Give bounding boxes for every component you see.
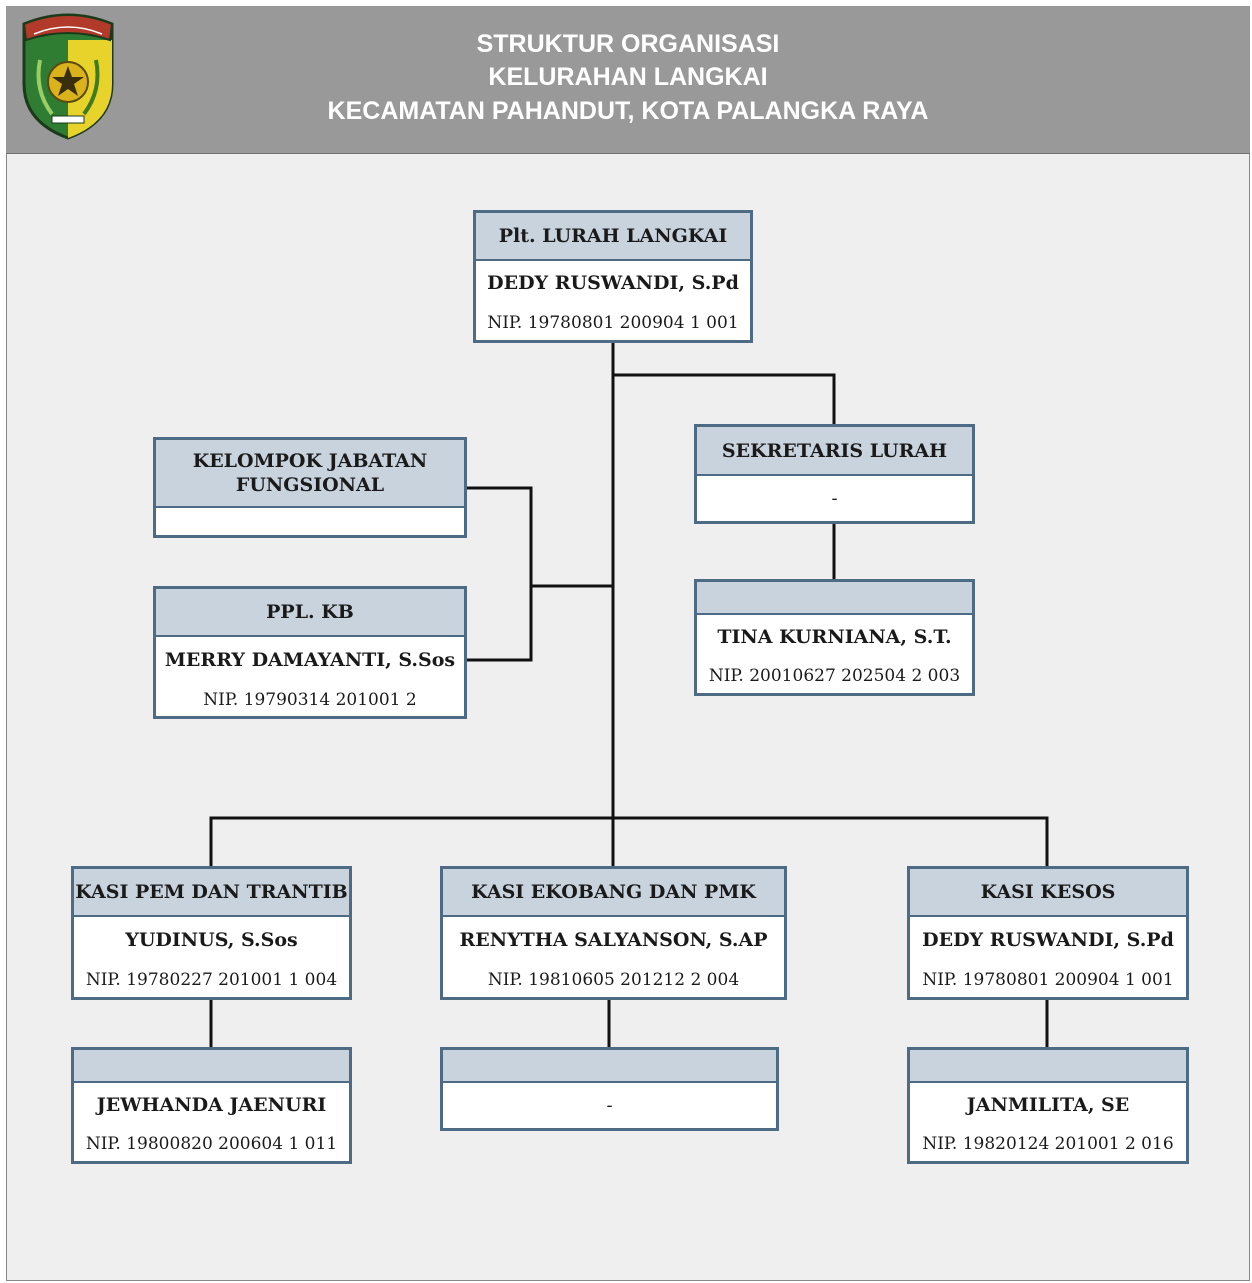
fungsional-box: KELOMPOK JABATAN FUNGSIONAL bbox=[153, 437, 467, 538]
kasi-kesos-nip: NIP. 19780801 200904 1 001 bbox=[922, 970, 1174, 990]
staff-pem-name: JEWHANDA JAENURI bbox=[96, 1094, 327, 1116]
staff-kesos-name: JANMILITA, SE bbox=[966, 1094, 1130, 1116]
header-bar: STRUKTUR ORGANISASI KELURAHAN LANGKAI KE… bbox=[6, 6, 1250, 154]
lurah-nip: NIP. 19780801 200904 1 001 bbox=[487, 313, 739, 333]
kasi-bus-connector bbox=[209, 816, 1049, 868]
sekretaris-staff-title bbox=[697, 582, 972, 615]
staff-ekobang-title bbox=[443, 1050, 776, 1083]
fungsional-ppl-connector bbox=[466, 486, 533, 662]
lurah-name: DEDY RUSWANDI, S.Pd bbox=[487, 272, 739, 294]
staff-ekobang-value: - bbox=[606, 1095, 613, 1116]
staff-pem-nip: NIP. 19800820 200604 1 011 bbox=[85, 1134, 338, 1154]
kasi-pem-box: KASI PEM DAN TRANTIB YUDINUS, S.Sos NIP.… bbox=[71, 866, 352, 1000]
fungsional-title: KELOMPOK JABATAN FUNGSIONAL bbox=[156, 440, 464, 508]
sekretaris-staff-name: TINA KURNIANA, S.T. bbox=[717, 626, 952, 648]
sekretaris-staff-nip: NIP. 20010627 202504 2 003 bbox=[708, 666, 961, 686]
kasi-ekobang-box: KASI EKOBANG DAN PMK RENYTHA SALYANSON, … bbox=[440, 866, 787, 1000]
kasi-kesos-name: DEDY RUSWANDI, S.Pd bbox=[922, 929, 1174, 951]
ppl-name: MERRY DAMAYANTI, S.Sos bbox=[164, 649, 456, 671]
ppl-box: PPL. KB MERRY DAMAYANTI, S.Sos NIP. 1979… bbox=[153, 586, 467, 719]
staff-pem-box: JEWHANDA JAENURI NIP. 19800820 200604 1 … bbox=[71, 1047, 352, 1164]
kasi-kesos-title: KASI KESOS bbox=[910, 869, 1186, 917]
ppl-title: PPL. KB bbox=[156, 589, 464, 637]
palangka-raya-emblem-icon bbox=[22, 13, 114, 140]
ppl-nip: NIP. 19790314 201001 2 bbox=[203, 690, 417, 710]
header-title-line2: KELURAHAN LANGKAI bbox=[488, 63, 768, 91]
kasi-pem-name: YUDINUS, S.Sos bbox=[125, 929, 298, 951]
sekretaris-connector bbox=[613, 373, 836, 424]
kasi-pem-nip: NIP. 19780227 201001 1 004 bbox=[85, 970, 338, 990]
kasi-kesos-box: KASI KESOS DEDY RUSWANDI, S.Pd NIP. 1978… bbox=[907, 866, 1189, 1000]
staff-pem-title bbox=[74, 1050, 349, 1083]
header-title-line3: KECAMATAN PAHANDUT, KOTA PALANGKA RAYA bbox=[327, 97, 929, 125]
header-title-line1: STRUKTUR ORGANISASI bbox=[476, 30, 780, 58]
kasi-ekobang-nip: NIP. 19810605 201212 2 004 bbox=[487, 970, 740, 990]
sekretaris-staff-box: TINA KURNIANA, S.T. NIP. 20010627 202504… bbox=[694, 579, 975, 696]
sekretaris-value: - bbox=[831, 488, 838, 509]
sekretaris-title: SEKRETARIS LURAH bbox=[697, 427, 972, 476]
kasi-ekobang-title: KASI EKOBANG DAN PMK bbox=[443, 869, 784, 917]
fungsional-title-line1: KELOMPOK JABATAN bbox=[192, 450, 428, 472]
fungsional-title-line2: FUNGSIONAL bbox=[235, 474, 385, 496]
staff-kesos-box: JANMILITA, SE NIP. 19820124 201001 2 016 bbox=[907, 1047, 1189, 1164]
staff-kesos-nip: NIP. 19820124 201001 2 016 bbox=[922, 1134, 1174, 1154]
staff-ekobang-box: - bbox=[440, 1047, 779, 1131]
kasi-pem-title: KASI PEM DAN TRANTIB bbox=[74, 869, 349, 917]
sekretaris-box: SEKRETARIS LURAH - bbox=[694, 424, 975, 524]
lurah-title: Plt. LURAH LANGKAI bbox=[476, 213, 750, 261]
kasi-ekobang-name: RENYTHA SALYANSON, S.AP bbox=[459, 929, 768, 951]
lurah-box: Plt. LURAH LANGKAI DEDY RUSWANDI, S.Pd N… bbox=[473, 210, 753, 343]
staff-kesos-title bbox=[910, 1050, 1186, 1083]
